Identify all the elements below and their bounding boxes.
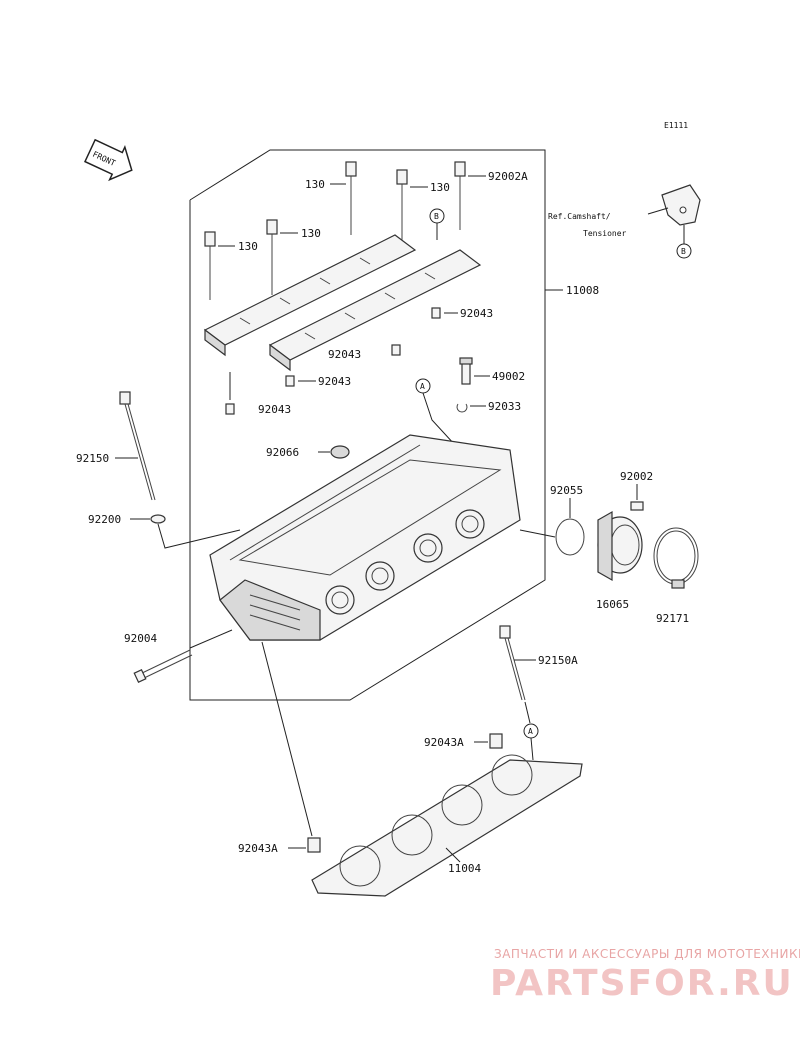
part-92150a: 92150A <box>538 654 578 667</box>
part-16065: 16065 <box>596 598 629 611</box>
grommet-92066-shape <box>330 445 350 459</box>
part-11008: 11008 <box>566 284 599 297</box>
clip-92033-shape <box>456 403 468 413</box>
marker-b-ref: B <box>676 243 692 259</box>
dowel-92043-a <box>431 307 441 319</box>
bolt-130-b <box>396 169 408 240</box>
tensioner-bracket <box>661 184 701 226</box>
watermark-brand: PARTSFOR.RU <box>490 963 794 1004</box>
dowel-92043a-b <box>307 837 321 853</box>
ref-note-line2: Tensioner <box>583 229 627 238</box>
oring-92055-shape <box>555 518 585 556</box>
cylinder-head <box>209 434 521 641</box>
part-92043a-b: 92043A <box>238 842 278 855</box>
front-arrow-icon: FRONT <box>83 138 133 182</box>
diagram-code: E1111 <box>664 121 688 130</box>
bolt-130-c <box>204 231 216 300</box>
part-92004: 92004 <box>124 632 157 645</box>
part-92171: 92171 <box>656 612 689 625</box>
dowel-92043-b <box>391 344 401 356</box>
part-92043-c: 92043 <box>318 375 351 388</box>
part-92055: 92055 <box>550 484 583 497</box>
stud-92150 <box>119 391 156 501</box>
part-92043-a: 92043 <box>460 307 493 320</box>
svg-text:A: A <box>420 382 425 391</box>
svg-text:B: B <box>434 212 439 221</box>
part-130-c: 130 <box>238 240 258 253</box>
part-49002: 49002 <box>492 370 525 383</box>
part-130-b: 130 <box>430 181 450 194</box>
marker-a-2: A <box>523 723 539 739</box>
holder-16065-shape <box>597 510 643 582</box>
bolt-92002a <box>454 161 466 230</box>
part-92002: 92002 <box>620 470 653 483</box>
part-92200: 92200 <box>88 513 121 526</box>
dowel-92043a-a <box>489 733 503 749</box>
washer-92200-shape <box>150 514 166 524</box>
part-92002a: 92002A <box>488 170 528 183</box>
ref-note-line1: Ref.Camshaft/ <box>548 212 611 221</box>
marker-b-1: B <box>429 208 445 224</box>
watermark-tagline: ЗАПЧАСТИ И АКСЕССУАРЫ ДЛЯ МОТОТЕХНИКИ <box>494 947 800 961</box>
stud-92150a <box>499 625 526 701</box>
part-92043-d: 92043 <box>258 403 291 416</box>
bolt-130-d <box>266 219 278 295</box>
part-130-a: 130 <box>305 178 325 191</box>
stud-92004 <box>133 649 193 684</box>
dowel-92043-d <box>225 403 235 415</box>
clamp-92171-shape <box>653 527 699 589</box>
part-92043-b: 92043 <box>328 348 361 361</box>
marker-a-1: A <box>415 378 431 394</box>
cam-holder-left <box>203 234 417 357</box>
svg-text:B: B <box>681 247 686 256</box>
part-49002-shape <box>459 357 473 385</box>
part-11004: 11004 <box>448 862 481 875</box>
part-92043a-a: 92043A <box>424 736 464 749</box>
screw-92002-shape <box>630 501 644 511</box>
part-130-d: 130 <box>301 227 321 240</box>
part-92066: 92066 <box>266 446 299 459</box>
svg-text:A: A <box>528 727 533 736</box>
cam-holder-right <box>268 249 482 372</box>
head-gasket-11004 <box>311 754 583 897</box>
part-92150: 92150 <box>76 452 109 465</box>
assembly-frame <box>189 149 546 701</box>
part-92033: 92033 <box>488 400 521 413</box>
bolt-130-a <box>345 161 357 235</box>
dowel-92043-c <box>285 375 295 387</box>
